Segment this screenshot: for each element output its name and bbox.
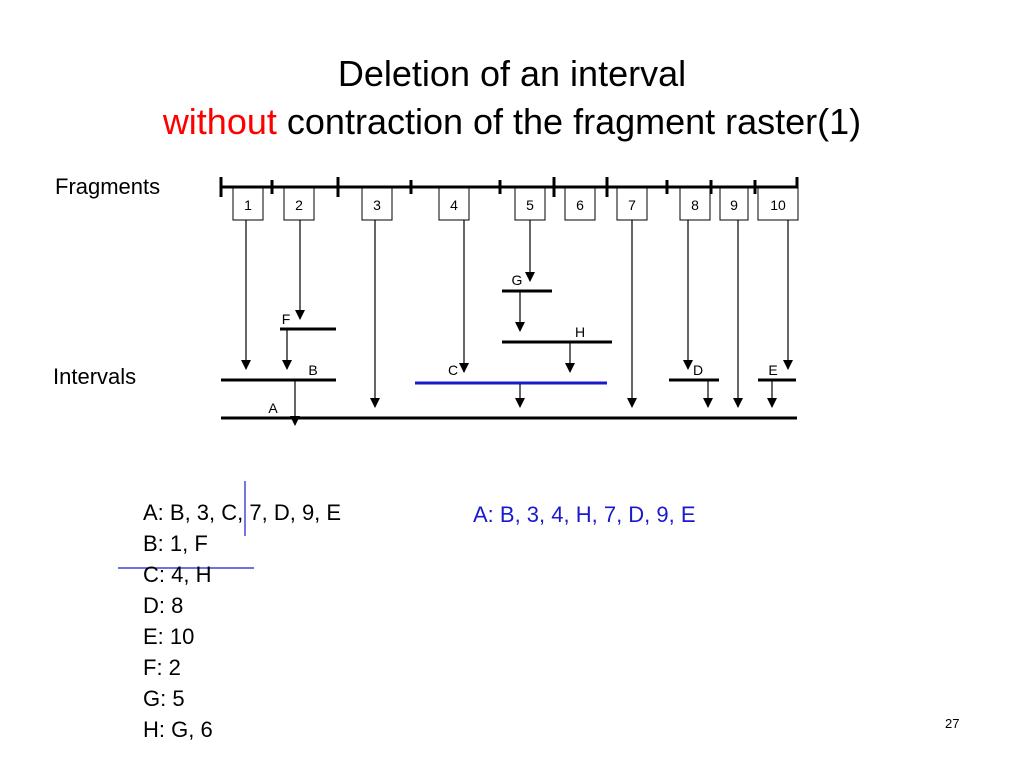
interval-letter-a: A xyxy=(268,400,278,416)
interval-letter-g: G xyxy=(512,272,523,288)
interval-letter-f: F xyxy=(282,311,291,327)
fragments-label: Fragments xyxy=(55,174,161,199)
arrows xyxy=(241,220,793,426)
list-item: E: 10 xyxy=(143,624,195,649)
slide-title-line-1: Deletion of an interval xyxy=(337,53,687,94)
fragment-number: 6 xyxy=(576,197,584,213)
fragment-box-10 xyxy=(757,187,799,221)
fragment-number: 10 xyxy=(770,197,786,213)
interval-lines xyxy=(221,289,797,420)
fragment-box-8 xyxy=(679,187,711,221)
fragment-boxes xyxy=(232,187,799,221)
list-item: A: B, 3, C, 7, D, 9, E xyxy=(143,500,342,525)
fragment-number: 3 xyxy=(373,197,381,213)
fragment-number: 8 xyxy=(691,197,699,213)
fragment-box-1 xyxy=(232,187,264,221)
fragment-number: 9 xyxy=(730,197,738,213)
title-highlight-word: without xyxy=(162,101,277,142)
fragment-number: 4 xyxy=(450,197,458,213)
interval-structure-list: A: B, 3, C, 7, D, 9, E B: 1, F C: 4, H D: 8… xyxy=(143,497,341,745)
page-number: 27 xyxy=(945,716,960,731)
intervals-label: Intervals xyxy=(53,364,137,389)
fragment-number: 7 xyxy=(628,197,636,213)
list-item: F: 2 xyxy=(143,655,181,680)
fragment-raster: 1 2 3 4 5 6 7 8 9 10 xyxy=(219,177,799,221)
fragment-box-9 xyxy=(719,187,749,221)
fragment-box-3 xyxy=(361,187,393,221)
fragment-number: 1 xyxy=(244,197,252,213)
interval-letter-b: B xyxy=(308,362,317,378)
slide-title-line-2: without contraction of the fragment rast… xyxy=(0,100,1024,144)
fragment-box-5 xyxy=(514,187,546,221)
updated-interval-list: A: B, 3, 4, H, 7, D, 9, E xyxy=(473,499,696,530)
list-item: H: G, 6 xyxy=(143,717,213,742)
fragment-box-2 xyxy=(283,187,315,221)
list-item: G: 5 xyxy=(143,686,185,711)
list-item: D: 8 xyxy=(143,593,184,618)
interval-letter-c: C xyxy=(448,362,458,378)
interval-letter-e: E xyxy=(768,362,777,378)
list-item: C: 4, H xyxy=(143,562,212,587)
fragment-box-6 xyxy=(564,187,596,221)
raster-ticks xyxy=(219,177,799,197)
list-item: A: B, 3, 4, H, 7, D, 9, E xyxy=(473,502,696,527)
fragment-number: 2 xyxy=(295,197,303,213)
strike-out-marks xyxy=(118,481,254,569)
fragment-numbers: 1 2 3 4 5 6 7 8 9 10 xyxy=(244,197,786,213)
interval-letter-d: D xyxy=(693,362,703,378)
fragment-box-7 xyxy=(616,187,648,221)
list-item: B: 1, F xyxy=(143,531,208,556)
title-rest: contraction of the fragment raster(1) xyxy=(286,101,862,142)
fragment-number: 5 xyxy=(526,197,534,213)
interval-letter-h: H xyxy=(575,324,585,340)
fragment-box-4 xyxy=(438,187,470,221)
interval-letters: G F H B C D E A xyxy=(268,272,777,416)
